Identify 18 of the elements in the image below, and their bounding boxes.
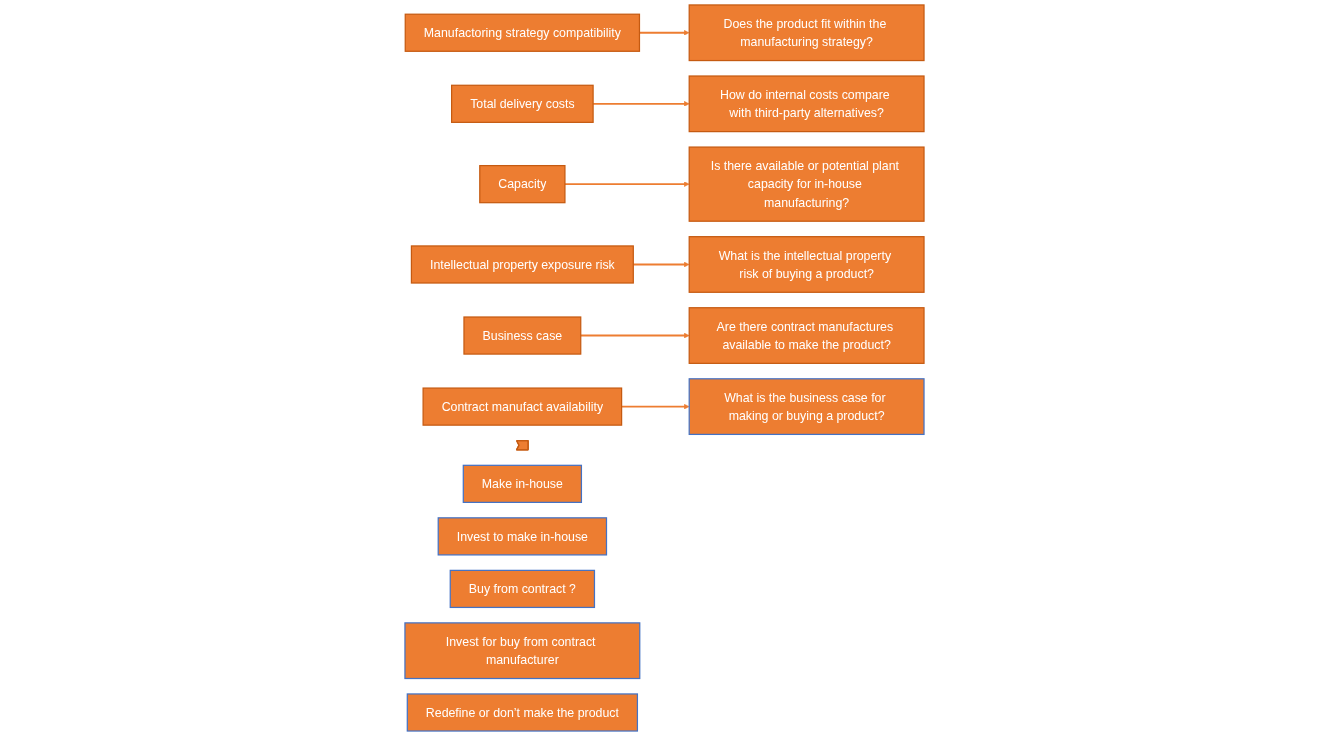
node-box: What is the business case for making or buying a product? xyxy=(688,378,925,436)
node-box: Redefine or don’t make the product xyxy=(406,693,638,732)
node-box: Intellectual property exposure risk xyxy=(410,245,634,284)
node-box: Are there contract manufactures available to make the product? xyxy=(688,307,925,364)
node-box: Buy from contract ? xyxy=(449,569,595,609)
node-box: Business case xyxy=(462,316,581,355)
node-box: Manufactoring strategy compatibility xyxy=(404,13,640,52)
node-box: Does the product fit within the manufacturing strategy? xyxy=(688,4,925,62)
node-box: Invest for buy from contract manufacturer xyxy=(403,622,640,680)
node-box: Capacity xyxy=(478,165,566,204)
node-box: Invest to make in-house xyxy=(437,517,607,556)
node-box: How do internal costs compare with third-party alternatives? xyxy=(688,75,925,133)
node-box: Make in-house xyxy=(462,464,582,503)
arrow xyxy=(638,30,689,36)
node-box: What is the intellectual property risk of buying a product? xyxy=(688,236,925,293)
node-box: Contract manufact availability xyxy=(422,387,622,426)
node-box: Total delivery costs xyxy=(450,84,594,123)
node-box: Is there available or potential plant capacity for in-house manufacturing? xyxy=(688,146,925,222)
